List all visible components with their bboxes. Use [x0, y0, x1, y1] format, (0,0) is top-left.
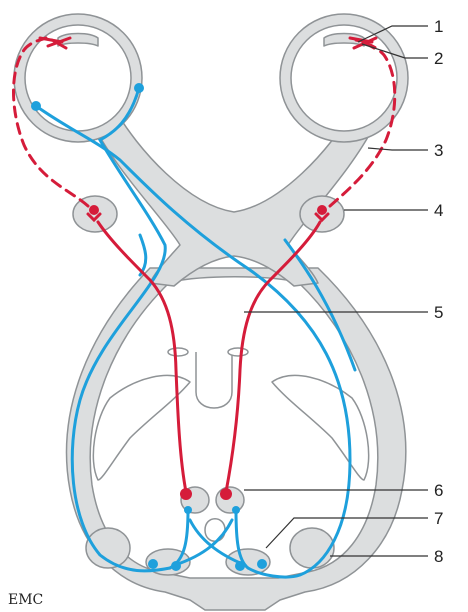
blue-dot-left-eye [31, 101, 41, 111]
callout-3: 3 [434, 141, 443, 160]
red-dot-left-ganglion [89, 205, 99, 215]
emc-logo: EMC [8, 592, 43, 608]
callout-6: 6 [434, 481, 443, 500]
leader-line-3 [368, 148, 428, 150]
stalk-top-right [228, 348, 248, 356]
blue-dot-4 [257, 559, 267, 569]
red-dot-right-ganglion [317, 205, 327, 215]
callout-1: 1 [434, 17, 443, 36]
blue-dot-6 [232, 506, 240, 514]
callout-numbers: 1 2 3 4 5 6 7 8 [434, 17, 443, 566]
midline-stalk [196, 352, 232, 408]
blue-dot-1 [148, 559, 158, 569]
callout-8: 8 [434, 547, 443, 566]
right-lateral-geniculate [290, 528, 334, 568]
callout-4: 4 [434, 201, 443, 220]
red-dot-right-nucleus [220, 488, 232, 500]
callout-5: 5 [434, 303, 443, 322]
aqueduct [205, 519, 225, 542]
blue-dot-5 [184, 506, 192, 514]
blue-dot-right-eye [134, 83, 144, 93]
callout-7: 7 [434, 509, 443, 528]
callout-2: 2 [434, 49, 443, 68]
blue-dot-2 [171, 561, 181, 571]
red-dot-left-nucleus [180, 488, 192, 500]
blue-dot-3 [235, 561, 245, 571]
stalk-top-left [168, 348, 188, 356]
